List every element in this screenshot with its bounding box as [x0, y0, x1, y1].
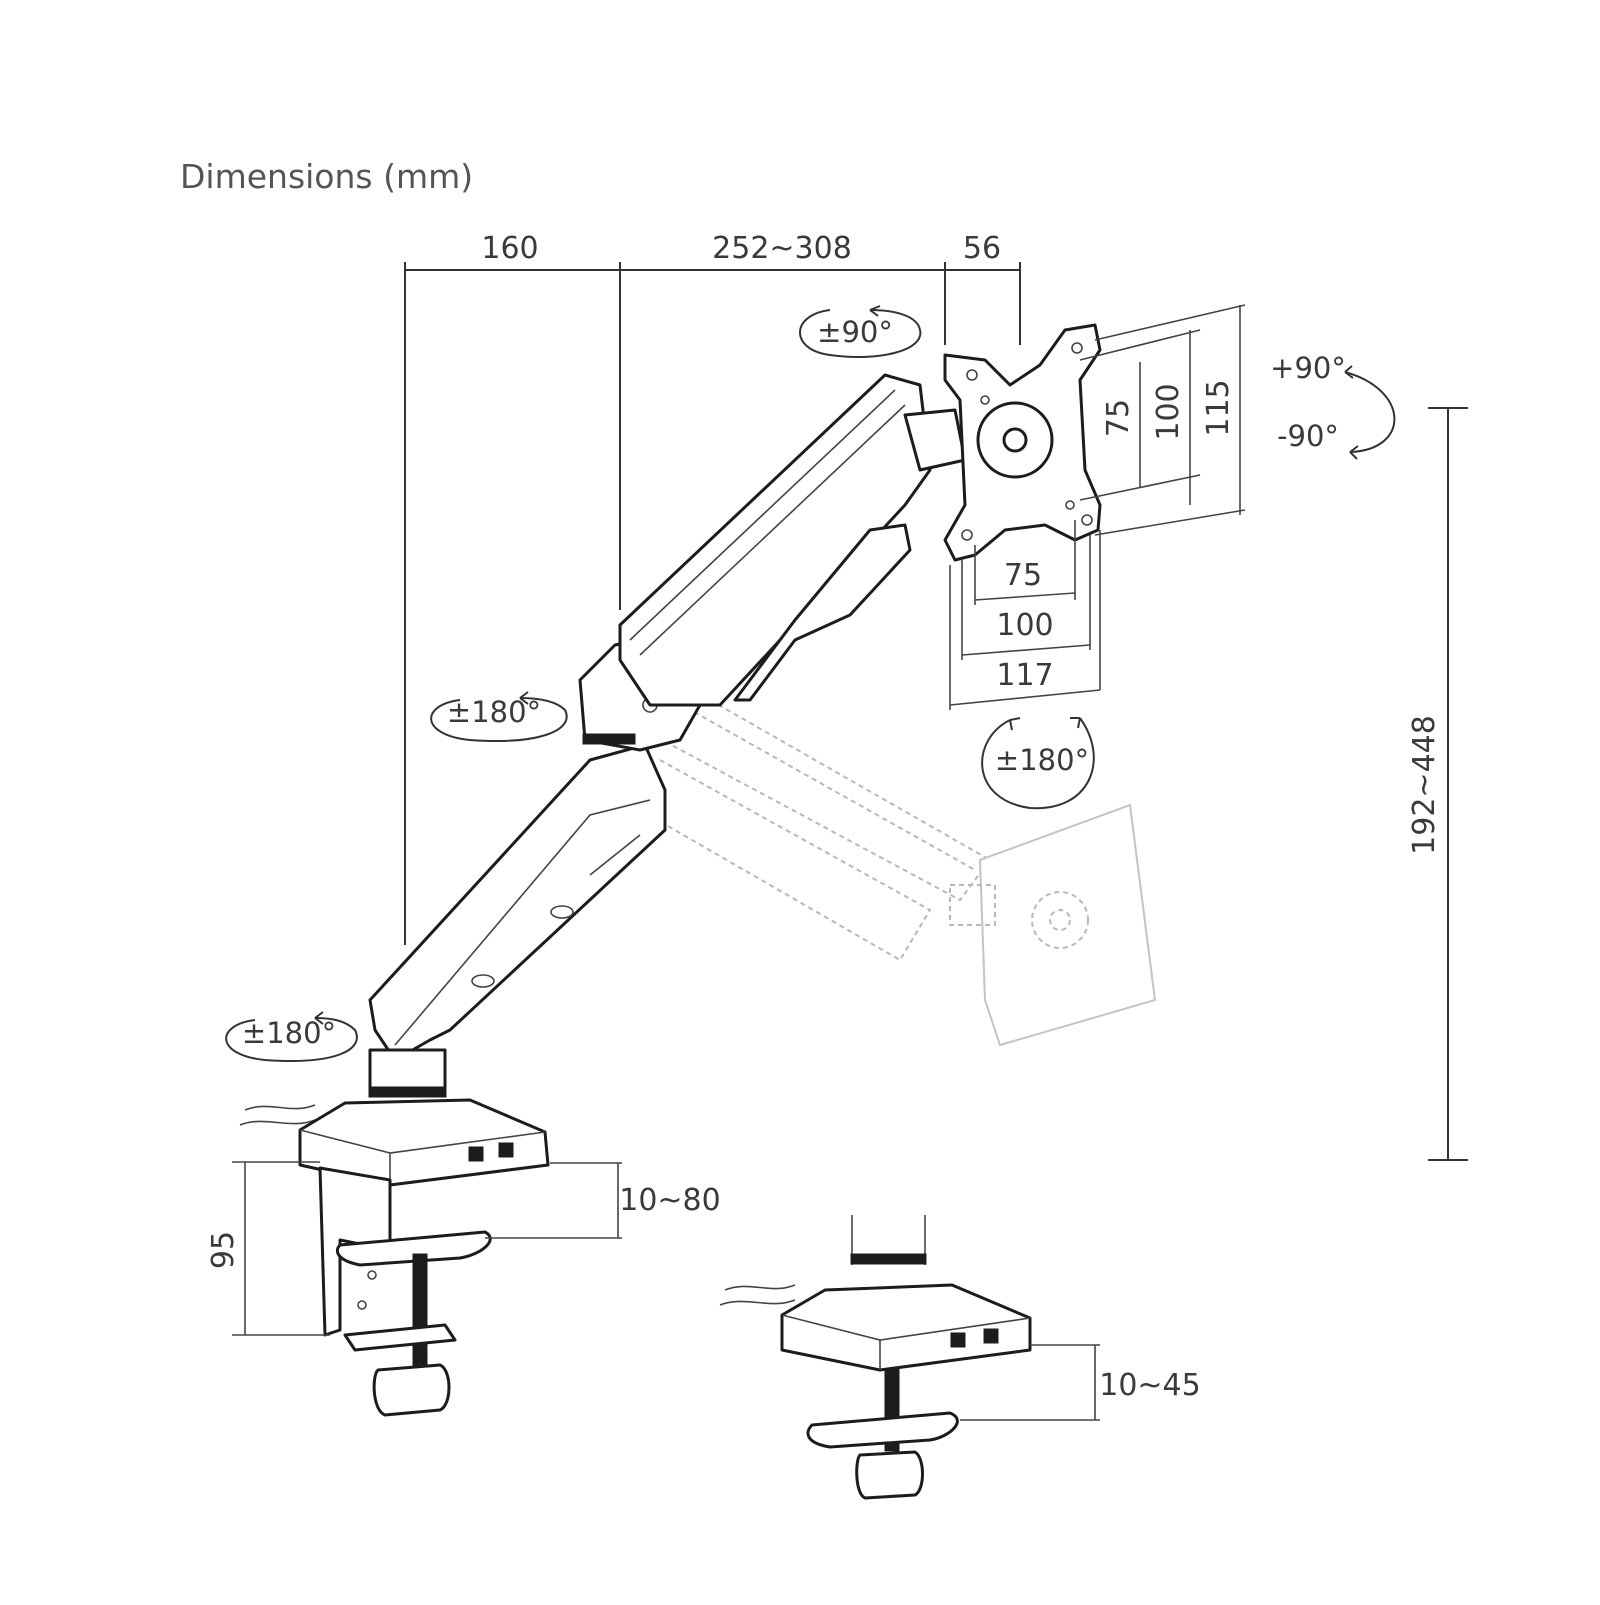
- dim-height-range: 192~448: [1407, 715, 1442, 855]
- monitor-arm: [368, 373, 967, 1062]
- rot-monitor: ±180°: [995, 743, 1089, 777]
- rotation-elbow: [430, 691, 568, 742]
- dim-vesa-h-100: 100: [1151, 383, 1186, 440]
- dim-252-308: 252~308: [712, 231, 852, 266]
- dim-vesa-w-117: 117: [996, 658, 1053, 693]
- dim-vesa-w-75: 75: [1004, 558, 1042, 593]
- diagram-title: Dimensions (mm): [180, 157, 473, 196]
- clamp-dimensions: [232, 1161, 622, 1336]
- dim-clamp-height: 95: [206, 1231, 241, 1269]
- rotation-monitor: [981, 717, 1095, 810]
- rot-tilt-down: -90°: [1277, 419, 1339, 453]
- rot-tilt-up: +90°: [1270, 351, 1346, 385]
- dim-vesa-w-100: 100: [996, 608, 1053, 643]
- rot-elbow: ±180°: [447, 695, 541, 729]
- dim-grommet-range: 10~45: [1099, 1368, 1200, 1403]
- vesa-plate: [943, 323, 1102, 562]
- rotation-tilt: [1344, 365, 1396, 460]
- rotation-base: [225, 1011, 358, 1062]
- rotation-head-swivel: [799, 305, 922, 358]
- dim-clamp-range: 10~80: [619, 1183, 720, 1218]
- dim-vesa-h-115: 115: [1201, 379, 1236, 436]
- clamp-base: [239, 1048, 550, 1417]
- grommet-dimensions: [960, 1344, 1100, 1421]
- height-dimension-line: [1428, 407, 1468, 1161]
- dim-160: 160: [481, 231, 538, 266]
- rot-head-swivel: ±90°: [817, 315, 893, 349]
- dim-vesa-h-75: 75: [1101, 399, 1136, 437]
- rot-base: ±180°: [242, 1016, 336, 1050]
- top-dimension-line: [404, 262, 1021, 945]
- vesa-horizontal-dims: [949, 520, 1101, 710]
- grommet-base: [719, 1215, 1032, 1500]
- ghost-arm-position: [623, 658, 1157, 1047]
- dim-56: 56: [963, 231, 1001, 266]
- vesa-vertical-dims: [1079, 304, 1246, 536]
